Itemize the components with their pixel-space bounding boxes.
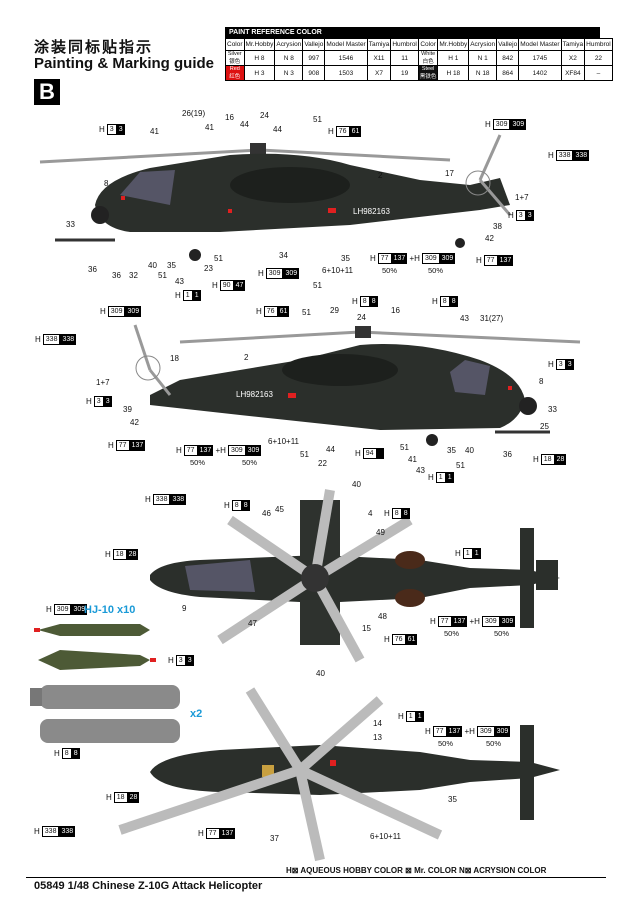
hj10-missile-top [34, 624, 150, 636]
footer-divider [26, 877, 606, 878]
bottom-view [118, 687, 560, 862]
svg-text:LH982163: LH982163 [353, 207, 390, 216]
hj10-missile-bottom [38, 650, 156, 670]
svg-text:LH982163: LH982163 [236, 390, 273, 399]
hj10-label: HJ-10 x10 [84, 604, 136, 616]
side-view-left: LH982163 [133, 324, 581, 446]
rocket-pod-qty: x2 [190, 708, 203, 720]
title-chinese: 涂装同标贴指示 [34, 38, 154, 56]
side-view-right: LH982163 [39, 134, 512, 261]
title-english: Painting & Marking guide [34, 55, 215, 72]
footer-title: 05849 1/48 Chinese Z-10G Attack Helicopt… [34, 880, 263, 892]
rocket-pod-top [30, 685, 180, 709]
top-view [150, 489, 560, 663]
paint-table-title: PAINT REFERENCE COLOR [225, 27, 600, 38]
section-badge: B [34, 79, 60, 105]
color-legend: H⊠ AQUEOUS HOBBY COLOR ⊠ Mr. COLOR N⊠ AC… [286, 866, 547, 875]
rocket-pod-bottom [40, 719, 180, 743]
